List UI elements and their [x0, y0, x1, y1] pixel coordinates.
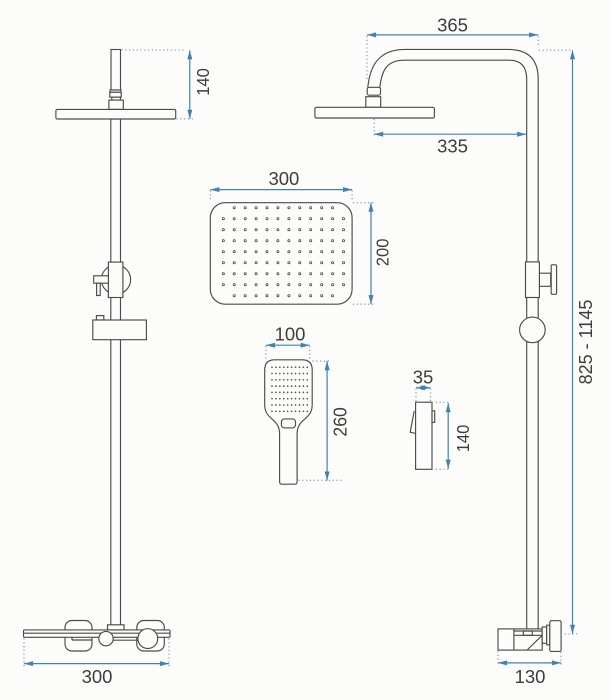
svg-text:365: 365: [437, 15, 468, 36]
svg-text:825 - 1145: 825 - 1145: [576, 300, 596, 385]
svg-text:335: 335: [437, 136, 468, 157]
svg-text:200: 200: [372, 239, 393, 267]
svg-text:140: 140: [192, 68, 213, 96]
svg-text:130: 130: [515, 666, 546, 687]
svg-text:300: 300: [268, 168, 299, 189]
svg-text:260: 260: [330, 407, 350, 437]
svg-text:140: 140: [452, 425, 473, 453]
svg-text:300: 300: [82, 666, 113, 687]
svg-text:35: 35: [413, 367, 434, 388]
svg-text:100: 100: [275, 324, 306, 345]
